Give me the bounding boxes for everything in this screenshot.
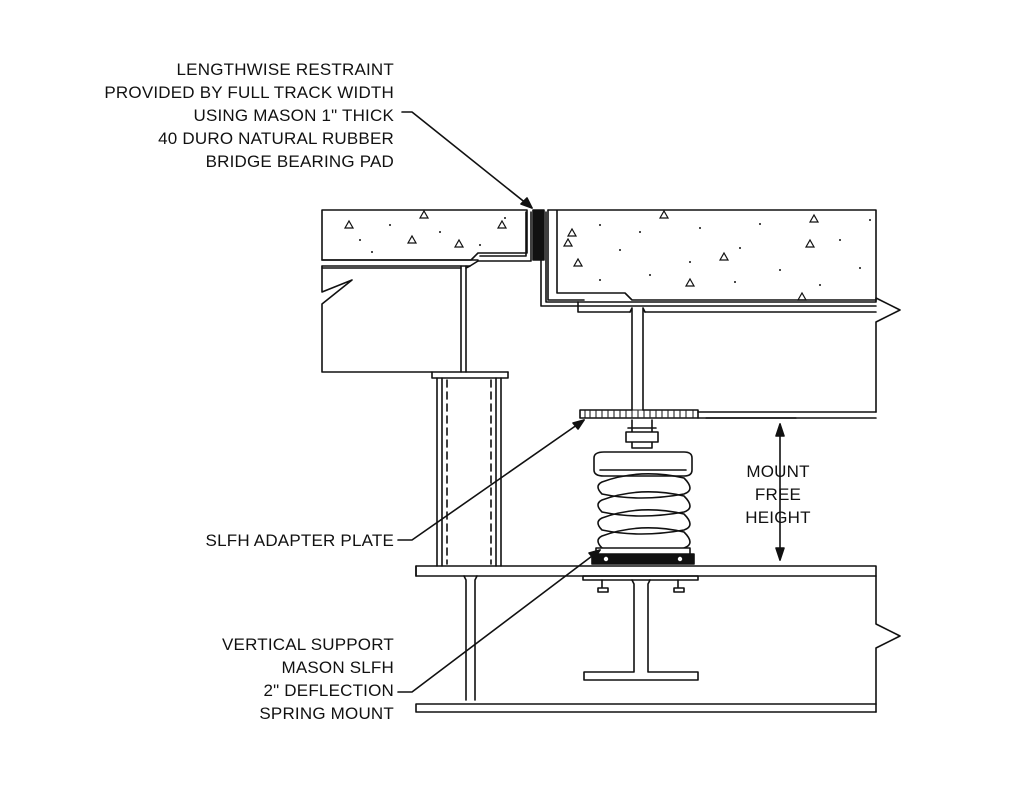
- rubber-bearing-pad: [532, 209, 545, 261]
- lower-beam: [415, 565, 901, 713]
- vertical-support-line: VERTICAL SUPPORT: [222, 635, 394, 654]
- left-edge-angle: [321, 211, 532, 267]
- vertical-support-label: VERTICAL SUPPORT MASON SLFH 2" DEFLECTIO…: [140, 633, 394, 725]
- left-concrete-slab: [321, 209, 528, 261]
- adapter-plate: [584, 409, 694, 419]
- support-beam-under-mount: [583, 579, 699, 681]
- free-height-line: HEIGHT: [745, 508, 811, 527]
- right-concrete-slab: [547, 209, 877, 301]
- concrete-aggregate: [343, 209, 820, 301]
- left-upper-beam: [321, 265, 509, 373]
- free-height-line: MOUNT: [746, 462, 810, 481]
- free-height-line: FREE: [754, 485, 802, 504]
- restraint-line: 40 DURO NATURAL RUBBER: [158, 129, 394, 148]
- restraint-line: LENGTHWISE RESTRAINT: [176, 60, 394, 79]
- base-plate-bolts: [582, 575, 699, 593]
- restraint-label: LENGTHWISE RESTRAINT PROVIDED BY FULL TR…: [50, 58, 394, 173]
- vertical-support-line: SPRING MOUNT: [259, 704, 394, 723]
- right-upper-beam: [577, 297, 901, 419]
- restraint-line: PROVIDED BY FULL TRACK WIDTH: [104, 83, 394, 102]
- vertical-support-line: MASON SLFH: [281, 658, 394, 677]
- free-height-label: MOUNT FREE HEIGHT: [726, 460, 830, 529]
- right-edge-angle: [540, 211, 579, 307]
- steel-column: [431, 371, 509, 567]
- leader-restraint: [401, 111, 533, 209]
- concrete-speckle: [359, 217, 871, 286]
- adapter-plate-label: SLFH ADAPTER PLATE: [140, 529, 394, 552]
- leader-vertical-support: [397, 549, 601, 693]
- spring-mount: [591, 419, 695, 565]
- vertical-support-line: 2" DEFLECTION: [263, 681, 394, 700]
- restraint-line: USING MASON 1" THICK: [193, 106, 394, 125]
- free-height-dimension: [705, 417, 797, 561]
- adapter-plate-text: SLFH ADAPTER PLATE: [205, 531, 394, 550]
- leader-adapter-plate: [397, 419, 585, 541]
- restraint-line: BRIDGE BEARING PAD: [205, 152, 394, 171]
